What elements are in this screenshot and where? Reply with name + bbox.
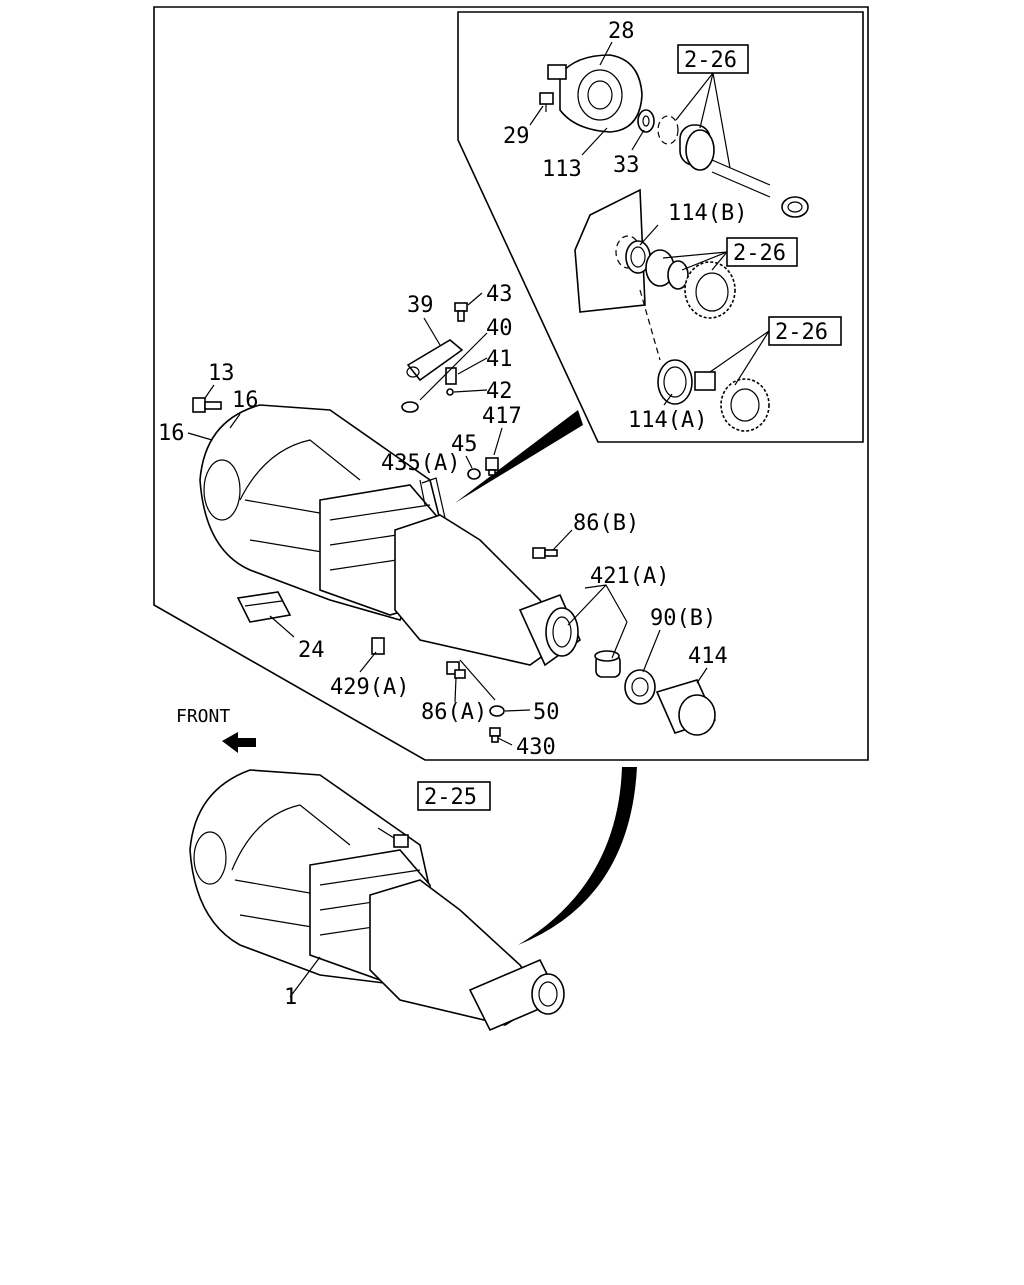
intermediate-plate	[574, 188, 651, 313]
ref-label-low: 2-26	[775, 320, 828, 345]
label-430: 430	[516, 735, 556, 760]
inset-pointer	[455, 410, 583, 503]
ref-label-mid: 2-26	[733, 241, 786, 266]
input-shaft	[657, 115, 809, 218]
part-86b-bolt	[532, 547, 558, 559]
part-429a-pin	[371, 637, 385, 655]
label-429a: 429(A)	[330, 675, 409, 700]
label-13: 13	[208, 361, 235, 386]
label-417: 417	[482, 404, 522, 429]
ref-box-top	[677, 44, 749, 74]
label-86b: 86(B)	[573, 511, 639, 536]
label-42: 42	[486, 379, 513, 404]
part-33-bearing	[637, 109, 655, 133]
label-16b: 16	[158, 421, 185, 446]
label-90b: 90(B)	[650, 606, 716, 631]
label-50: 50	[533, 700, 560, 725]
label-45: 45	[451, 432, 478, 457]
label-86a: 86(A)	[421, 700, 487, 725]
front-arrow-icon	[222, 732, 256, 753]
bottom-bolt	[377, 827, 409, 848]
ref-box-low	[768, 316, 842, 346]
inset-frame	[457, 11, 864, 443]
label-1: 1	[284, 985, 297, 1010]
label-28: 28	[608, 19, 635, 44]
label-16a: 16	[232, 388, 259, 413]
callout-pointer	[518, 767, 637, 945]
part-90b-seal	[624, 669, 656, 705]
ref-label-225: 2-25	[424, 785, 477, 810]
part-42-ball	[446, 388, 454, 396]
label-39: 39	[407, 293, 434, 318]
label-33: 33	[613, 153, 640, 178]
transmission-assembly	[189, 769, 565, 1032]
main-callout-frame	[153, 6, 869, 761]
label-421a: 421(A)	[590, 564, 669, 589]
transmission-exploded	[199, 404, 581, 667]
ref-box-mid	[726, 237, 798, 267]
label-414: 414	[688, 644, 728, 669]
part-50-washer	[489, 705, 505, 717]
label-114a: 114(A)	[628, 408, 707, 433]
ref-box-225	[417, 781, 491, 811]
part-28-cover	[547, 54, 643, 133]
part-417-bolt	[485, 457, 499, 476]
part-40-gasket	[401, 401, 419, 413]
part-45-washer	[467, 468, 481, 480]
label-41: 41	[486, 347, 513, 372]
label-43: 43	[486, 282, 513, 307]
reverse-gear	[657, 359, 770, 432]
part-43-plug	[454, 302, 468, 322]
part-41-spring	[445, 367, 457, 385]
label-front: FRONT	[176, 706, 230, 727]
label-114b: 114(B)	[668, 201, 747, 226]
part-29-bolt	[539, 92, 554, 112]
label-40: 40	[486, 316, 513, 341]
part-24-bracket	[236, 591, 292, 623]
part-13-bolt	[192, 397, 222, 413]
part-39-arm	[406, 339, 464, 382]
leader-lines	[187, 41, 770, 998]
label-435a: 435(A)	[381, 451, 460, 476]
part-430-plug	[489, 727, 501, 743]
part-414-cover	[655, 679, 717, 736]
part-421a-bushing	[594, 650, 621, 678]
counter-gear	[645, 249, 736, 319]
label-29: 29	[503, 124, 530, 149]
inset-shaft-dash	[639, 289, 661, 361]
part-86a-bolt	[446, 661, 466, 679]
ref-label-top: 2-26	[684, 48, 737, 73]
label-24: 24	[298, 638, 325, 663]
label-113: 113	[542, 157, 582, 182]
